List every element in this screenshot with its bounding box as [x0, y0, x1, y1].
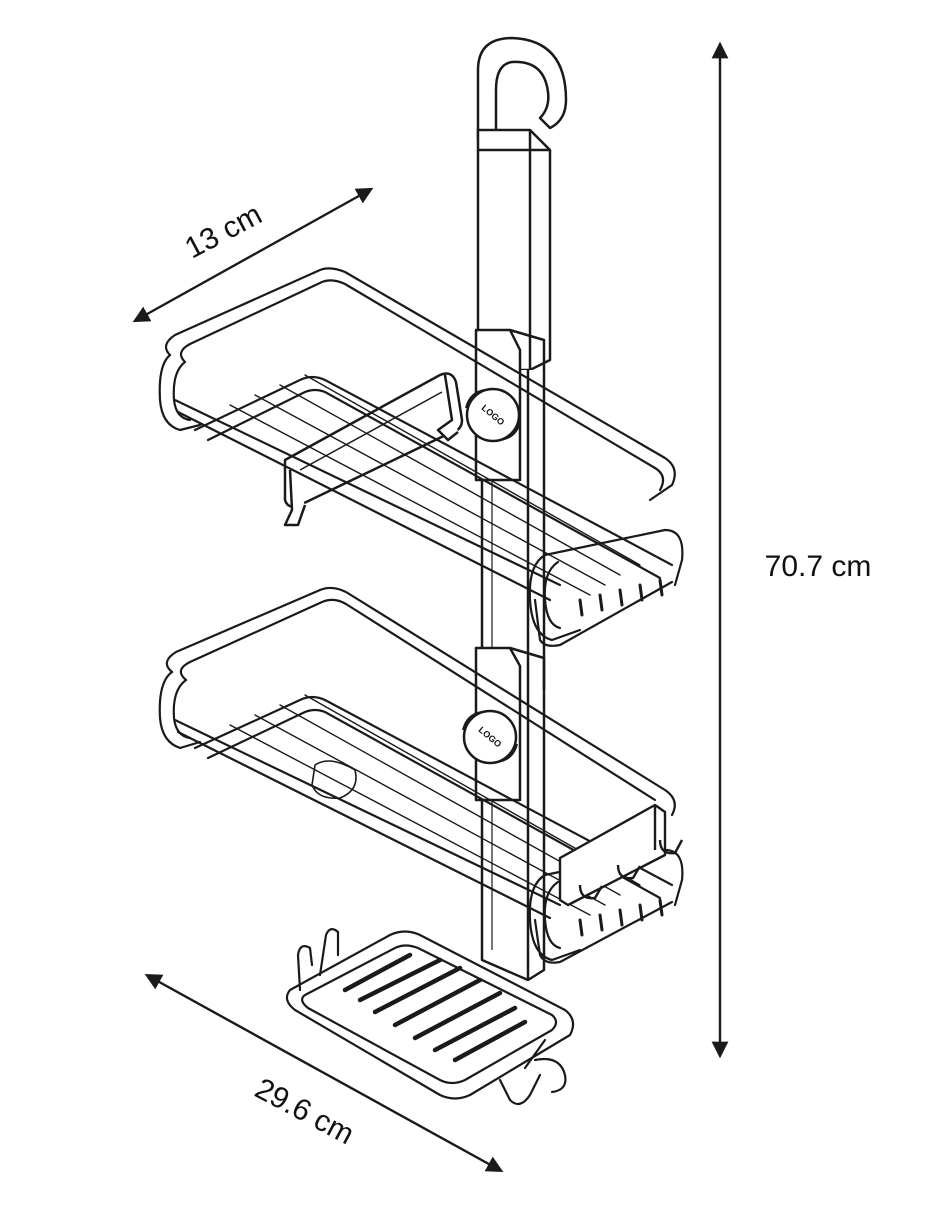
pole [474, 36, 568, 982]
dimension-lines [132, 41, 729, 1173]
top-hook [476, 36, 568, 140]
depth-arrow [132, 187, 374, 323]
lower-hook-panel [558, 803, 684, 907]
upper-basket [158, 267, 684, 647]
width-arrow [144, 973, 504, 1173]
upper-towel-bar [283, 372, 464, 527]
height-label: 70.7 cm [765, 550, 872, 583]
lower-logo-knob: LOGO [462, 709, 518, 765]
upper-logo-knob: LOGO [465, 387, 521, 443]
lower-basket [158, 586, 684, 964]
